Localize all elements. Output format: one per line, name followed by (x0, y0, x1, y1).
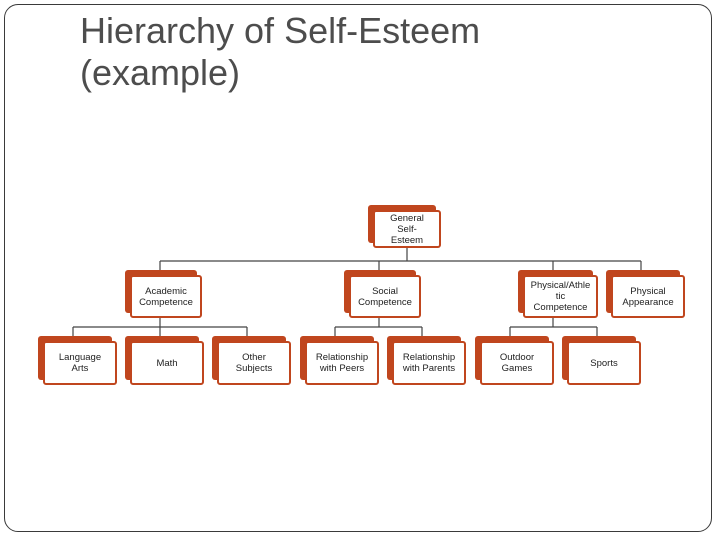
node-relationship-with-peers[interactable]: Relationship with Peers (305, 341, 379, 385)
node-label: Other Subjects (235, 352, 273, 374)
node-label: Physical/Athle tic Competence (530, 280, 591, 313)
node-math[interactable]: Math (130, 341, 204, 385)
node-general-self-esteem[interactable]: General Self- Esteem (373, 210, 441, 248)
node-label: Relationship with Parents (402, 352, 456, 374)
node-academic-competence[interactable]: Academic Competence (130, 275, 202, 318)
node-sports[interactable]: Sports (567, 341, 641, 385)
node-label: General Self- Esteem (390, 212, 424, 246)
slide-title-line-2: (example) (80, 52, 241, 93)
node-label: Social Competence (358, 285, 412, 308)
node-label: Math (156, 357, 178, 369)
node-relationship-with-parents[interactable]: Relationship with Parents (392, 341, 466, 385)
node-label: Academic Competence (139, 285, 193, 308)
node-other-subjects[interactable]: Other Subjects (217, 341, 291, 385)
node-label: Language Arts (58, 352, 102, 374)
node-language-arts[interactable]: Language Arts (43, 341, 117, 385)
node-physical-athletic-competence[interactable]: Physical/Athle tic Competence (523, 275, 598, 318)
node-label: Outdoor Games (499, 352, 535, 374)
node-label: Sports (590, 357, 618, 369)
node-label: Physical Appearance (622, 285, 674, 308)
node-physical-appearance[interactable]: Physical Appearance (611, 275, 685, 318)
slide-title: Hierarchy of Self-Esteem (example) (80, 10, 680, 94)
node-label: Relationship with Peers (315, 352, 369, 374)
slide-title-line-1: Hierarchy of Self-Esteem (80, 10, 481, 51)
node-outdoor-games[interactable]: Outdoor Games (480, 341, 554, 385)
slide-frame (4, 4, 712, 532)
node-social-competence[interactable]: Social Competence (349, 275, 421, 318)
